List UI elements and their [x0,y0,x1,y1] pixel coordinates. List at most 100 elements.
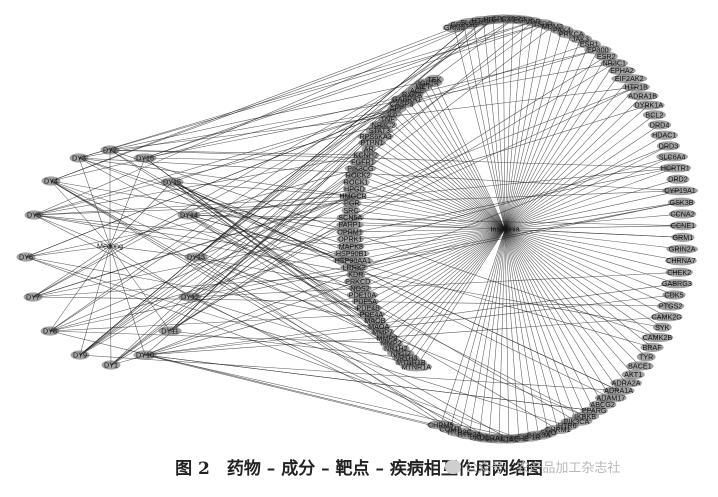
edge-dy14-nr1h3 [188,214,406,359]
target-node-shape [342,198,362,208]
edge-dy11-src [169,210,352,332]
target-node-label: KDR [348,270,363,279]
edge-insomnia-comt [449,228,506,429]
edge-dy16-mmp9 [144,157,388,338]
edge-dy15-nr1h3 [171,181,406,359]
target-node-shape [640,342,664,352]
edge-insomnia-hcrtr1 [504,167,676,230]
hub-node-label: Insomnia [490,225,519,234]
edge-dy5-hsp90aa1 [33,214,353,261]
target-node-label: PRKCA [559,30,584,39]
edge-dy16-fgfr1 [144,157,363,163]
target-node-label: HTR2C [448,428,472,437]
edge-insomnia-csf1r [504,228,530,438]
target-node-ptgs2: PTGS2 [656,301,685,311]
target-node-label: CASP3 [390,99,414,108]
target-node-shape [665,256,697,266]
target-node-label: MAPK8 [339,242,363,251]
edge-insomnia-adra1a [504,228,619,391]
edge-dy8-pgr [49,202,352,332]
target-node-label: ADRA2A [612,378,641,387]
watermark: 公众号 · 农产品加工杂志社 [445,456,620,482]
target-node-shape [666,244,699,254]
edge-insomnia-hsp90aa1 [352,228,506,261]
target-node-lrrk2: LRRK2 [340,263,368,273]
edge-dy15-adam17 [171,181,611,399]
target-node-shape [336,212,365,223]
target-node-label: HCRTR1 [661,163,690,172]
target-node-shape [344,276,372,287]
target-node-shape [427,420,455,430]
target-node-shape [660,279,693,289]
target-node-label: BRAF [642,343,662,352]
target-node-slc6a4: SLC6A4 [656,152,689,162]
target-node-label: ROCK2 [346,171,371,180]
edge-insomnia-nr3c1 [504,63,615,230]
target-node-label: PTGS2 [659,301,683,310]
edge-dy14-grm1 [188,214,683,238]
edge-insomnia-egfr [504,20,524,230]
target-node-scn5a: SCN5A [336,212,365,223]
target-node-dyrk1a: DYRK1A [632,100,665,110]
target-node-shape [425,74,444,84]
target-node-label: PRKCD [345,277,370,286]
target-node-label: EGFR [513,16,533,25]
target-node-bace1: BACE1 [626,361,654,371]
edge-medong-dy6 [25,245,111,258]
target-node-label: SRC [343,206,358,215]
target-node-label: ESR2 [597,52,616,61]
target-node-label: NR1H3 [394,354,418,363]
target-node-label: DYRK1A [634,101,663,110]
target-node-label: RXRA [402,90,422,99]
target-node-label: MAOB [364,316,385,325]
edge-insomnia-nr1h2 [395,228,506,349]
edge-insomnia-drd2 [504,178,678,230]
target-node-label: EPHA2 [610,66,634,75]
edge-dy10-cdk5 [144,294,675,356]
edge-insomnia-drd3 [504,145,669,230]
ingredient-node-dy5: DY5 [24,210,44,220]
target-node-label: CDK5 [664,290,683,299]
edge-medong-dy12 [109,245,191,298]
ingredient-node-label: DY14 [180,211,198,220]
edge-insomnia-bche [504,228,520,439]
network-diagram: MedongInsomniaDY1DY2DY3DY4DY5DY6DY7DY8DY… [16,14,699,444]
edge-insomnia-slc6a4 [504,156,673,230]
edge-insomnia-gabra1 [406,98,506,230]
edge-insomnia-maob [374,228,506,321]
edge-insomnia-jak3 [504,38,581,230]
ingredient-node-label: DY8 [43,327,57,336]
hub-node-label: Medong [97,242,123,251]
edge-insomnia-slc6a3 [473,22,506,230]
edge-insomnia-ache [504,228,510,439]
ingredient-node-dy6: DY6 [16,252,36,262]
edge-insomnia-chrna7 [504,228,682,262]
target-node-tek: TEK [425,74,444,84]
ingredient-node-dy16: DY16 [133,153,157,163]
target-node-parp1: PARP1 [336,220,364,230]
target-node-epha2: EPHA2 [608,66,636,76]
edge-insomnia-pde4a [371,228,506,315]
edge-insomnia-ar [368,148,506,230]
target-node-adra1b: ADRA1B [626,91,659,101]
target-node-ccne1: CCNE1 [669,221,697,231]
edge-insomnia-rps6ka3 [375,136,506,230]
target-node-label: HTR6 [558,421,577,430]
target-node-shape [339,191,367,201]
target-node-label: PIK3CG [347,164,374,173]
target-node-shape [642,110,667,120]
target-node-shape [348,283,372,293]
target-node-shape [602,386,635,396]
target-node-shape [669,221,697,231]
edge-medong-dy16 [109,157,146,247]
target-node-shape [610,378,643,388]
target-node-hmgcr: HMGCR [339,191,367,201]
edge-insomnia-camk2b [504,228,658,338]
ingredient-node-dy12: DY12 [178,292,202,302]
edge-insomnia-pde4b [368,228,506,309]
edge-dy7-igf1r [32,82,429,298]
edge-dy10-htr2a [144,354,470,436]
edge-dy4-nos2 [50,180,361,289]
target-node-shape [337,241,365,251]
ingredient-node-label: DY7 [26,293,40,302]
